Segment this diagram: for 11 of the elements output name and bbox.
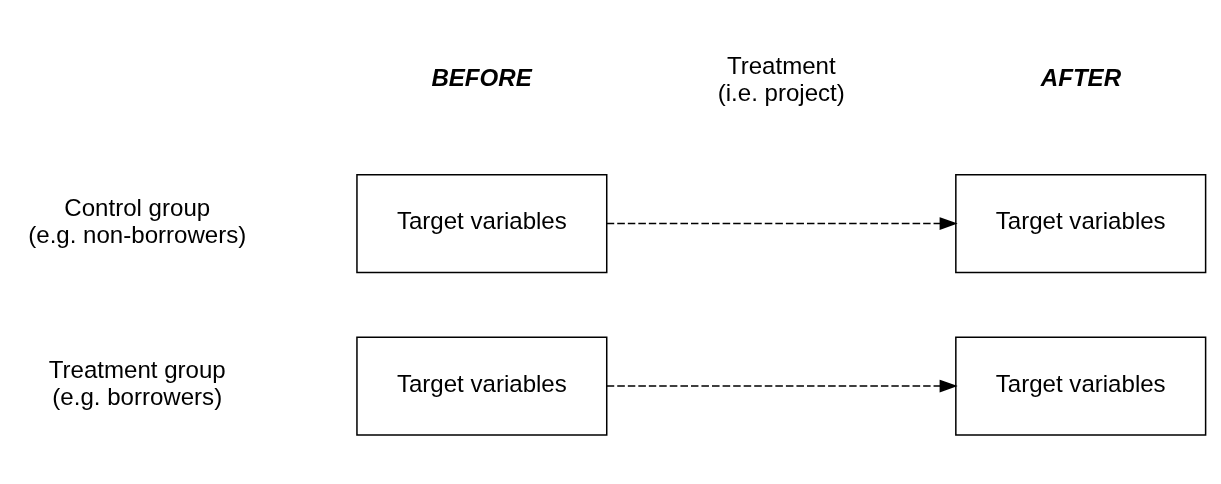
label: Treatment (i.e. project) [717, 52, 845, 107]
node-box: Target variables [955, 173, 1207, 274]
node-box: Target variables [356, 173, 608, 274]
node-box: Target variables [955, 336, 1207, 436]
arrow [606, 217, 958, 230]
label: BEFORE [431, 64, 532, 92]
label: Control group (e.g. non-borrowers) [28, 193, 247, 248]
arrow [606, 379, 958, 393]
label: Treatment group (e.g. borrowers) [48, 356, 226, 411]
label: AFTER [1040, 64, 1122, 92]
node-box: Target variables [356, 336, 608, 436]
